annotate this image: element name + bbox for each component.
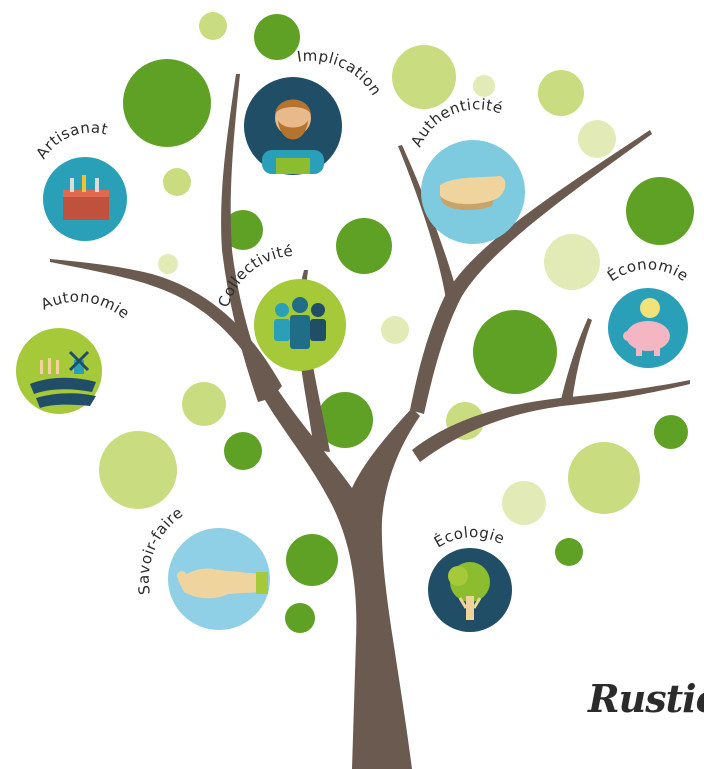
branch-economie <box>560 318 592 404</box>
bubble <box>99 431 177 509</box>
clog-icon <box>440 176 506 211</box>
group-icon <box>274 297 326 349</box>
bubble <box>223 210 263 250</box>
bubble <box>158 254 178 274</box>
value-label: Écologie <box>430 523 507 551</box>
bubble <box>381 316 409 344</box>
bubble <box>199 12 227 40</box>
bubble <box>285 603 315 633</box>
badge-authenticite: Authenticité <box>407 95 525 244</box>
toolbox-icon <box>63 175 109 220</box>
bubble <box>502 481 546 525</box>
bubble <box>578 120 616 158</box>
bubble <box>286 534 338 586</box>
bubble <box>336 218 392 274</box>
bubble <box>182 382 226 426</box>
value-label: Autonomie <box>38 288 133 323</box>
branch-left-lower <box>50 259 282 398</box>
bubble <box>626 177 694 245</box>
piggy-bank-icon <box>623 298 670 356</box>
farm-field-icon <box>30 350 96 408</box>
value-label: Économie <box>603 255 692 285</box>
bubble <box>224 432 262 470</box>
background-bubbles <box>99 12 694 633</box>
bubble <box>123 59 211 147</box>
hand-pinch-icon <box>177 568 268 599</box>
bubble <box>654 415 688 449</box>
badge-savoir-faire: Savoir-faire <box>135 503 270 630</box>
bubble <box>317 392 373 448</box>
bubble <box>544 234 600 290</box>
bubble <box>473 75 495 97</box>
farmer-icon <box>262 99 324 174</box>
badge-artisanat: Artisanat <box>32 118 127 241</box>
badge-ecologie: Écologie <box>428 523 512 632</box>
badge-implication: Implication <box>244 47 385 175</box>
branch-right-lower <box>412 380 690 462</box>
badge-autonomie: Autonomie <box>16 288 133 414</box>
bubble <box>473 310 557 394</box>
bubble <box>392 45 456 109</box>
bubble <box>254 14 300 60</box>
brand-logo: Rustica <box>588 676 704 721</box>
bubble <box>568 442 640 514</box>
branch-authenticite <box>398 145 458 300</box>
tree-hand-icon <box>448 562 490 620</box>
trunk <box>262 390 420 769</box>
value-label: Artisanat <box>32 118 110 162</box>
badge-economie: Économie <box>603 255 692 368</box>
bubble <box>555 538 583 566</box>
tree-trunk-and-branches <box>50 74 690 769</box>
bubble <box>163 168 191 196</box>
bubble <box>538 70 584 116</box>
